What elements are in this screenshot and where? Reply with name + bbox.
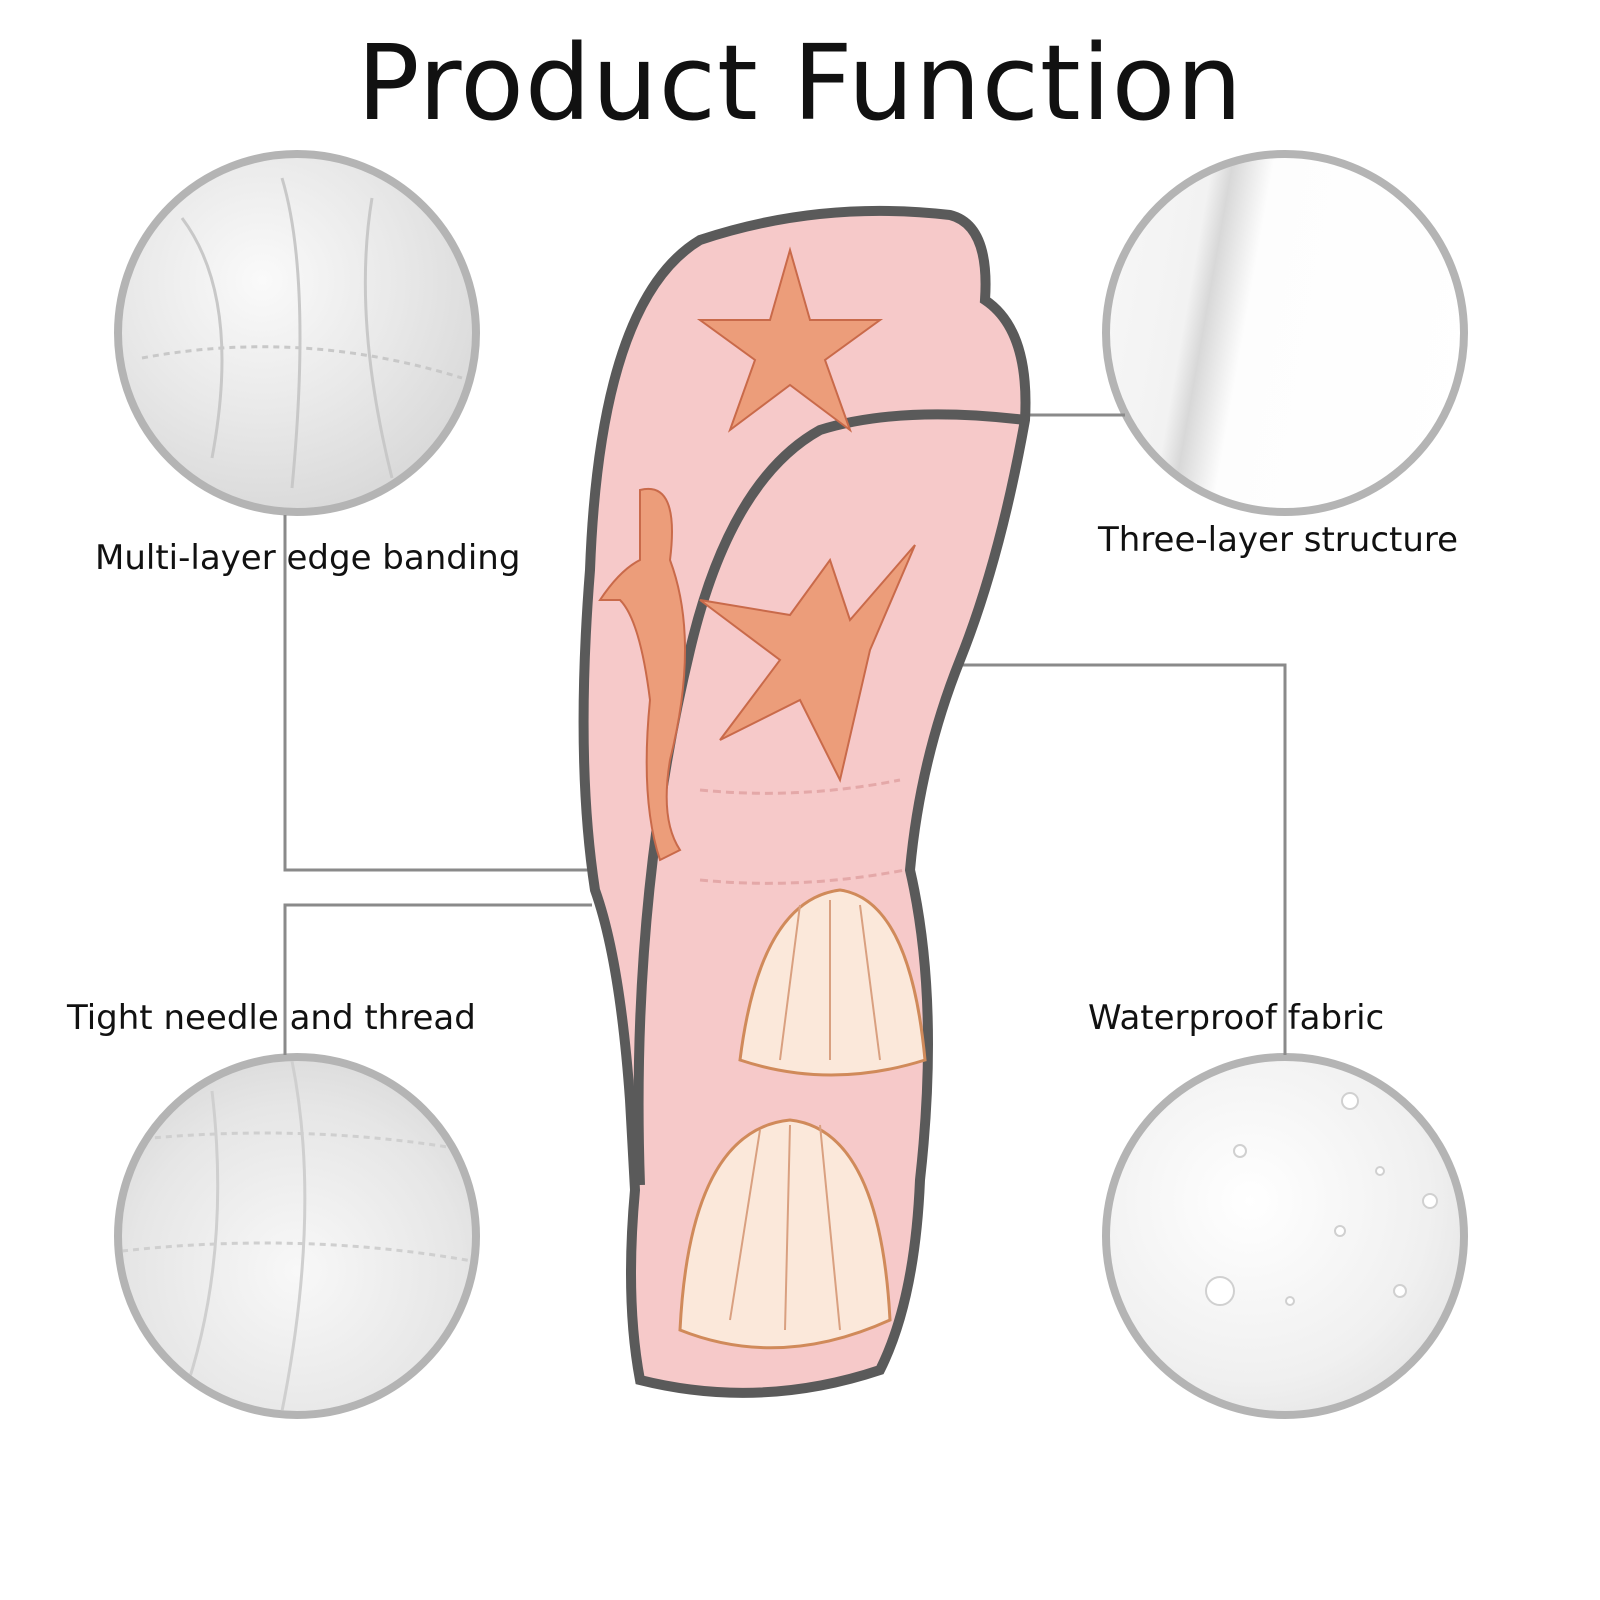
page-title: Product Function (356, 22, 1244, 144)
feature-label-waterproof: Waterproof fabric (1088, 998, 1385, 1038)
detail-three-layer-image (1102, 150, 1468, 516)
detail-waterproof-image (1102, 1053, 1468, 1419)
feature-label-stitching: Tight needle and thread (67, 998, 476, 1038)
detail-stitching-image (114, 1053, 480, 1419)
connector-lines (283, 413, 1287, 1055)
feature-label-three-layer: Three-layer structure (1098, 520, 1459, 560)
headcover-image (578, 205, 1031, 1398)
feature-label-edge-banding: Multi-layer edge banding (95, 538, 521, 578)
detail-edge-banding-image (114, 150, 480, 516)
